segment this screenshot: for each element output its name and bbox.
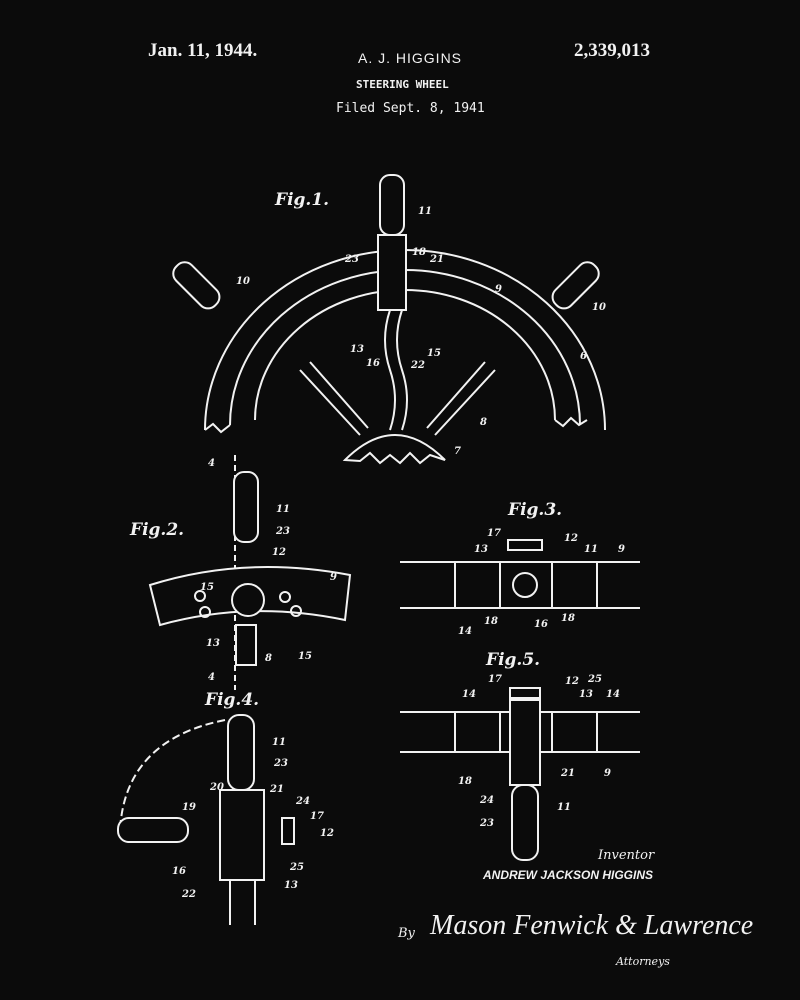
reference-numeral: 9 [330, 572, 337, 583]
reference-numeral: 18 [458, 776, 472, 787]
attorney-signature: Mason Fenwick & Lawrence [430, 910, 754, 941]
reference-numeral: 12 [272, 547, 286, 558]
figure-4: Fig.4. 11 23 20 21 19 24 17 12 25 16 13 … [117, 690, 334, 925]
reference-numeral: 16 [534, 619, 548, 630]
patent-title: STEERING WHEEL [356, 78, 449, 91]
fig1-label: Fig.1. [274, 190, 329, 210]
reference-numeral: 22 [410, 360, 425, 371]
reference-numeral: 16 [172, 866, 186, 877]
figure-5: Fig.5. 17 12 25 14 13 14 18 21 9 24 23 1… [400, 650, 640, 861]
reference-numeral: 23 [273, 758, 288, 769]
figure-2: Fig.2. 11 23 12 15 9 13 8 15 4 4 [129, 455, 352, 690]
reference-numeral: 23 [275, 526, 290, 537]
inventor-header: A. J. HIGGINS [358, 50, 463, 66]
hub-lock [377, 234, 407, 311]
reference-numeral: 8 [265, 653, 272, 664]
reference-numeral: 9 [604, 768, 611, 779]
reference-numeral: 10 [236, 276, 250, 287]
inventor-name: ANDREW JACKSON HIGGINS [483, 868, 654, 882]
reference-numeral: 15 [427, 348, 441, 359]
reference-numeral: 22 [181, 889, 196, 900]
reference-numeral: 11 [272, 737, 286, 748]
spoke-handle-right [551, 261, 600, 310]
reference-numeral: 15 [298, 651, 312, 662]
reference-numeral: 23 [479, 818, 494, 829]
reference-numeral: 24 [295, 796, 310, 807]
inventor-label: Inventor [598, 848, 655, 863]
reference-numeral: 13 [284, 880, 298, 891]
reference-numeral: 17 [488, 674, 502, 685]
reference-numeral: 24 [479, 795, 494, 806]
by-label: By [398, 926, 415, 941]
reference-numeral: 13 [579, 689, 593, 700]
patent-number: 2,339,013 [574, 40, 650, 61]
reference-numeral: 18 [412, 247, 426, 258]
reference-numeral: 14 [462, 689, 476, 700]
spoke-handle-left [172, 261, 221, 310]
patent-date: Jan. 11, 1944. [148, 40, 258, 61]
reference-numeral: 14 [458, 626, 472, 637]
reference-numeral: 10 [592, 302, 606, 313]
figure-1: Fig.1. 11 23 18 21 10 9 10 13 16 22 15 6… [172, 174, 606, 465]
reference-numeral: 13 [474, 544, 488, 555]
reference-numeral: 14 [606, 689, 620, 700]
reference-numeral: 21 [560, 768, 575, 779]
reference-numeral: 13 [350, 344, 364, 355]
fig4-label: Fig.4. [204, 690, 259, 710]
reference-numeral: 17 [487, 528, 501, 539]
hub [342, 434, 446, 465]
reference-numeral: 18 [561, 613, 575, 624]
reference-numeral: 7 [454, 446, 461, 457]
reference-numeral: 8 [480, 417, 487, 428]
reference-numeral: 16 [366, 358, 380, 369]
filed-date: Filed Sept. 8, 1941 [336, 101, 485, 116]
reference-numeral: 20 [209, 782, 224, 793]
reference-numeral: 4 [208, 672, 215, 683]
reference-numeral: 12 [564, 533, 578, 544]
reference-numeral: 11 [276, 504, 290, 515]
attorneys-label: Attorneys [616, 955, 670, 968]
figure-3: Fig.3. 17 12 13 11 9 14 18 16 18 [400, 500, 640, 637]
fig5-label: Fig.5. [485, 650, 540, 670]
reference-numeral: 11 [584, 544, 598, 555]
reference-numeral: 25 [289, 862, 304, 873]
reference-numeral: 9 [495, 284, 502, 295]
spoke-handle-top [379, 174, 405, 236]
reference-numeral: 4 [208, 458, 215, 469]
reference-numeral: 13 [206, 638, 220, 649]
reference-numeral: 11 [557, 802, 571, 813]
reference-numeral: 15 [200, 582, 214, 593]
reference-numeral: 17 [310, 811, 324, 822]
reference-numeral: 9 [618, 544, 625, 555]
reference-numeral: 21 [429, 254, 444, 265]
reference-numeral: 6 [580, 351, 587, 362]
reference-numeral: 18 [484, 616, 498, 627]
reference-numeral: 23 [344, 254, 359, 265]
fig3-label: Fig.3. [507, 500, 562, 520]
reference-numeral: 21 [269, 784, 284, 795]
reference-numeral: 12 [320, 828, 334, 839]
reference-numeral: 12 [565, 676, 579, 687]
reference-numeral: 25 [587, 674, 602, 685]
reference-numeral: 11 [418, 206, 432, 217]
fig2-label: Fig.2. [129, 520, 184, 540]
reference-numeral: 19 [182, 802, 196, 813]
